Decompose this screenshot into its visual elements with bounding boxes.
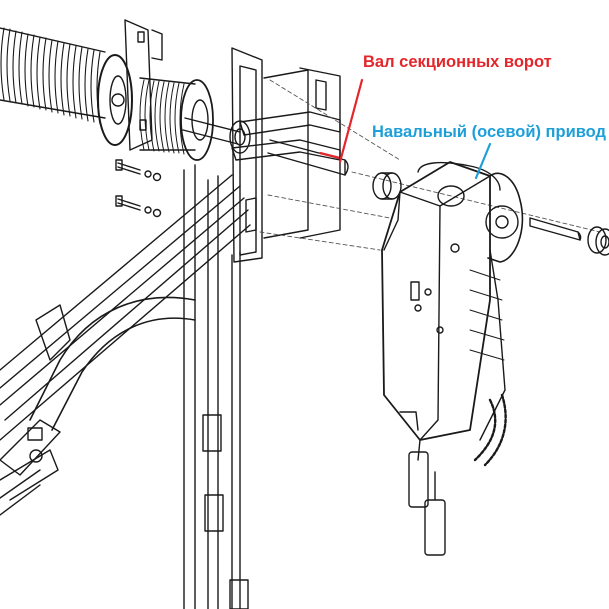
fastener-bolts bbox=[115, 159, 162, 218]
emergency-chain bbox=[408, 393, 507, 556]
lower-left-bracket bbox=[0, 304, 71, 516]
shaft-label: Вал секционных ворот bbox=[363, 53, 552, 71]
drive-leader-line bbox=[474, 142, 492, 180]
shaft-pin bbox=[529, 217, 582, 241]
adapter-ring bbox=[587, 226, 609, 256]
torsion-spring bbox=[0, 27, 133, 146]
horizontal-track bbox=[0, 174, 251, 441]
cable-drum bbox=[139, 77, 214, 161]
drive-label: Навальный (осевой) привод bbox=[372, 123, 606, 141]
axial-drive-unit bbox=[381, 161, 524, 441]
alignment-guides bbox=[259, 79, 601, 251]
vertical-track bbox=[29, 164, 249, 609]
shaft-leader-line bbox=[338, 78, 364, 164]
shaft-collar bbox=[372, 172, 402, 200]
